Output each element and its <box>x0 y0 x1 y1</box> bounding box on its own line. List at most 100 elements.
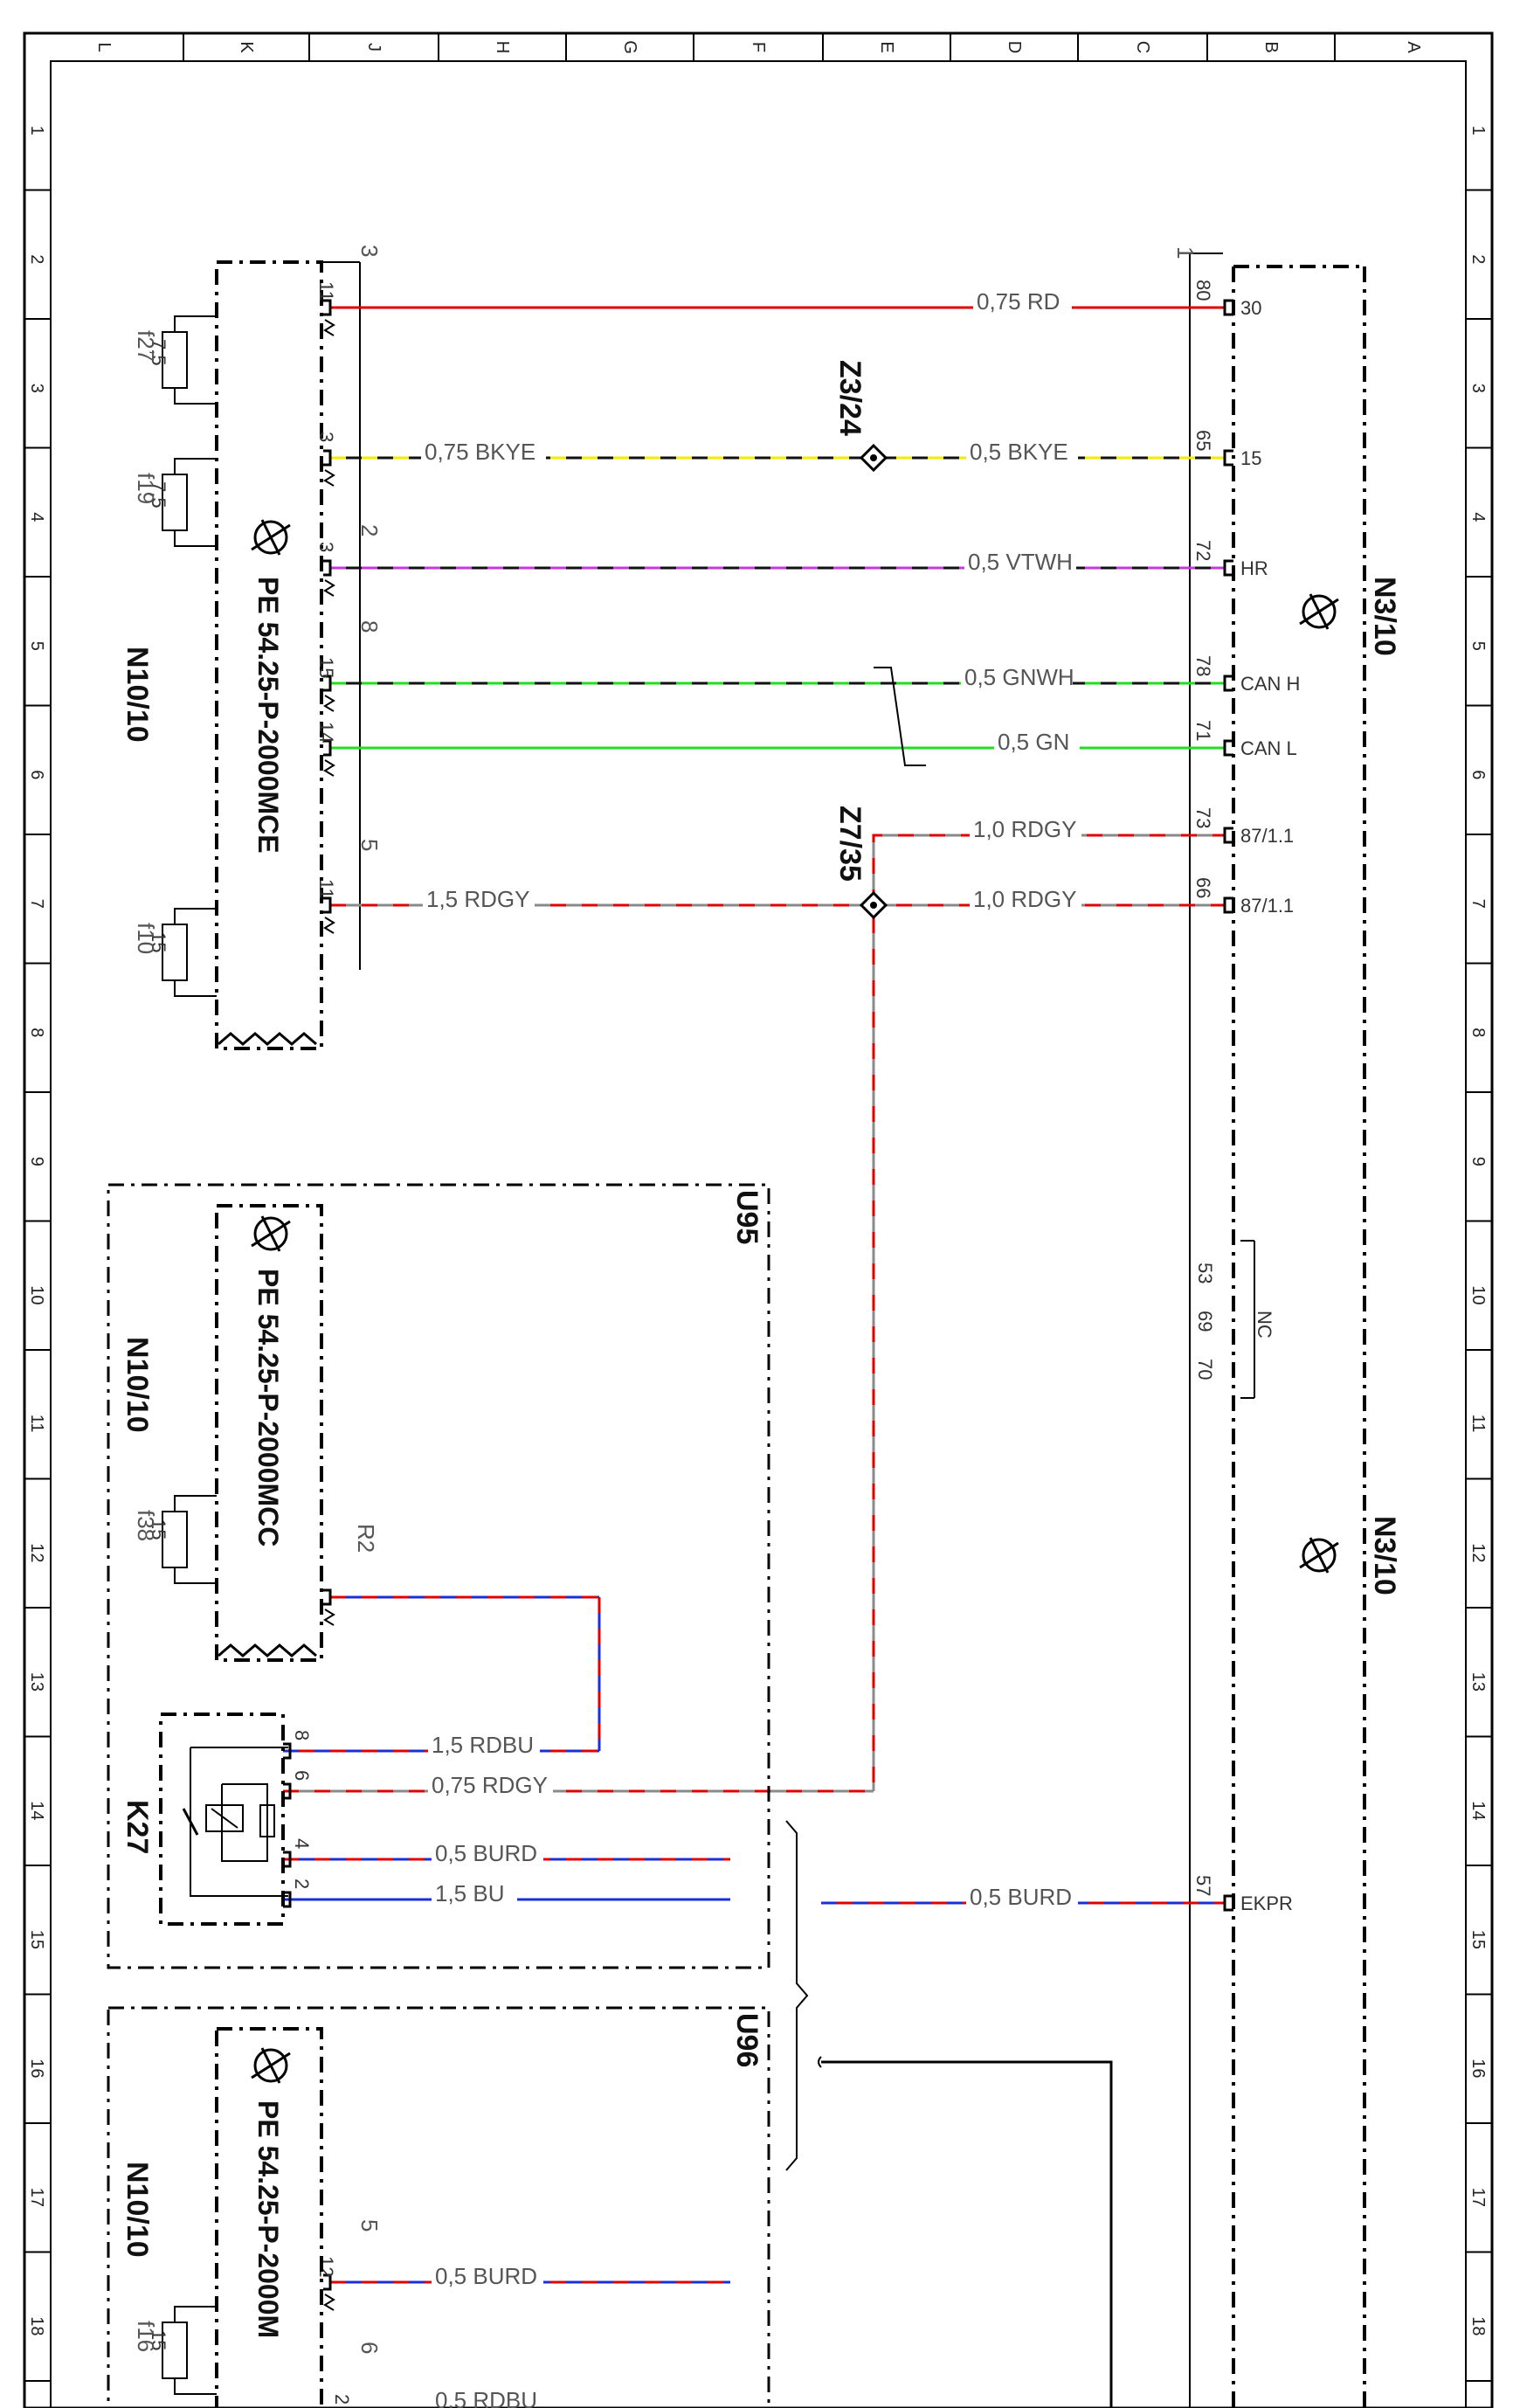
wire-label: 1,5 RDGY <box>426 886 530 912</box>
pin-terminal <box>283 1742 292 1760</box>
row-label-right: 4 <box>1468 512 1488 522</box>
n10-10-label-c: N10/10 <box>121 2162 154 2258</box>
label-bg <box>428 1770 553 1793</box>
column-label: D <box>1005 41 1024 53</box>
column-label: K <box>237 41 256 53</box>
pin-number: 80 <box>1192 280 1214 301</box>
wire-label: 0,5 BKYE <box>970 439 1068 465</box>
row-label-left: 11 <box>27 1415 46 1433</box>
nc-pin-70: 70 <box>1194 1359 1216 1380</box>
pin-number: 6 <box>291 1770 313 1781</box>
test-point-icon <box>251 2047 291 2084</box>
row-label-left: 1 <box>27 126 46 135</box>
label-bg <box>966 437 1078 460</box>
wire-label: 1,0 RDGY <box>973 886 1077 912</box>
pin-number: 3 <box>315 542 337 552</box>
row-label-left: 14 <box>27 1801 46 1820</box>
row-label-right: 11 <box>1468 1415 1488 1433</box>
pin-terminal <box>323 559 332 577</box>
label-bg <box>970 884 1081 907</box>
pin-number: 66 <box>1192 877 1214 898</box>
pin-terminal <box>1223 896 1233 914</box>
row-label-left: 16 <box>27 2059 46 2078</box>
signal-name: 87/1.1 <box>1240 895 1294 917</box>
wire-label: 0,5 GNWH <box>964 664 1074 690</box>
row-label-right: 2 <box>1468 254 1488 264</box>
pin-number: 11 <box>315 879 337 899</box>
label-bg <box>432 2261 543 2284</box>
row-label-right: 5 <box>1468 641 1488 651</box>
connector-number: 2 <box>356 524 383 536</box>
fuse-rating: 7,5 <box>148 481 169 509</box>
n3-connector-number: 1 <box>1172 246 1199 259</box>
test-point-icon <box>251 519 291 556</box>
n10-10-module-a <box>215 260 323 1050</box>
row-label-right: 17 <box>1468 2188 1488 2207</box>
row-label-right: 8 <box>1468 1028 1488 1037</box>
wire-label: 0,75 RDGY <box>432 1772 548 1798</box>
fuse-rating: 15 <box>148 1519 169 1540</box>
row-label-left: 17 <box>27 2188 46 2207</box>
pin-number: 2 <box>291 1879 313 1889</box>
pin-terminal <box>1223 675 1233 692</box>
signal-name: HR <box>1240 557 1268 579</box>
label-bg <box>423 884 535 907</box>
n10-10-label-b: N10/10 <box>121 1337 154 1433</box>
pin-number: 8 <box>291 1730 313 1740</box>
test-point-icon <box>1299 593 1339 630</box>
pin-terminal <box>323 2273 332 2291</box>
connector-3-number: 3 <box>356 245 383 257</box>
row-label-right: 9 <box>1468 1157 1488 1166</box>
signal-name: CAN H <box>1240 673 1300 695</box>
pin-terminal <box>1223 1894 1233 1912</box>
pin-terminal <box>1223 449 1233 467</box>
label-bg <box>428 1730 540 1753</box>
pin-terminal <box>1223 559 1233 577</box>
wire-label: 1,5 BU <box>435 1880 505 1906</box>
row-label-right: 10 <box>1468 1285 1488 1304</box>
label-bg <box>432 1879 517 1901</box>
splice-z7-35 <box>859 890 888 920</box>
pin-terminal <box>283 1782 292 1800</box>
pin-spring <box>323 917 335 934</box>
pe-reference-a: PE 54.25-P-2000MCE <box>252 577 284 854</box>
wire-87-upper <box>872 834 1225 905</box>
u96-label: U96 <box>730 2013 763 2067</box>
pin-number: 14 <box>315 722 337 743</box>
row-label-left: 2 <box>27 254 46 264</box>
row-label-left: 12 <box>27 1543 46 1562</box>
column-label: G <box>620 40 639 54</box>
pin-number: 57 <box>1192 1875 1214 1896</box>
n3-10-label-bottom: N3/10 <box>1368 1516 1401 1595</box>
row-label-left: 18 <box>27 2316 46 2335</box>
column-label: B <box>1261 41 1281 52</box>
pin-number: 65 <box>1192 430 1214 451</box>
row-label-left: 8 <box>27 1028 46 1037</box>
pin-number: 3 <box>315 432 337 442</box>
column-label: H <box>493 41 512 53</box>
pin-terminal <box>323 739 332 757</box>
wire-label: 1,0 RDGY <box>973 816 1077 842</box>
column-label: F <box>749 42 768 52</box>
k27-label: K27 <box>121 1800 154 1854</box>
pin-spring <box>323 2294 335 2311</box>
pe-reference-c: PE 54.25-P-2000M <box>252 2100 284 2338</box>
fuse-name: f27 <box>133 330 159 362</box>
fuse-rating: 15 <box>148 931 169 952</box>
fuse-name: f38 <box>133 1510 159 1541</box>
r2-connector-label: R2 <box>353 1524 379 1553</box>
wire-label: 0,5 BURD <box>970 1884 1072 1910</box>
row-label-left: 6 <box>27 770 46 779</box>
label-bg <box>970 814 1081 837</box>
row-label-left: 15 <box>27 1930 46 1949</box>
wire-label: 0,5 BURD <box>435 1840 537 1866</box>
label-bg <box>964 547 1076 570</box>
pe-reference-b: PE 54.25-P-2000MCC <box>252 1269 284 1547</box>
pin-terminal <box>323 896 332 914</box>
pin-number: 71 <box>1192 720 1214 741</box>
